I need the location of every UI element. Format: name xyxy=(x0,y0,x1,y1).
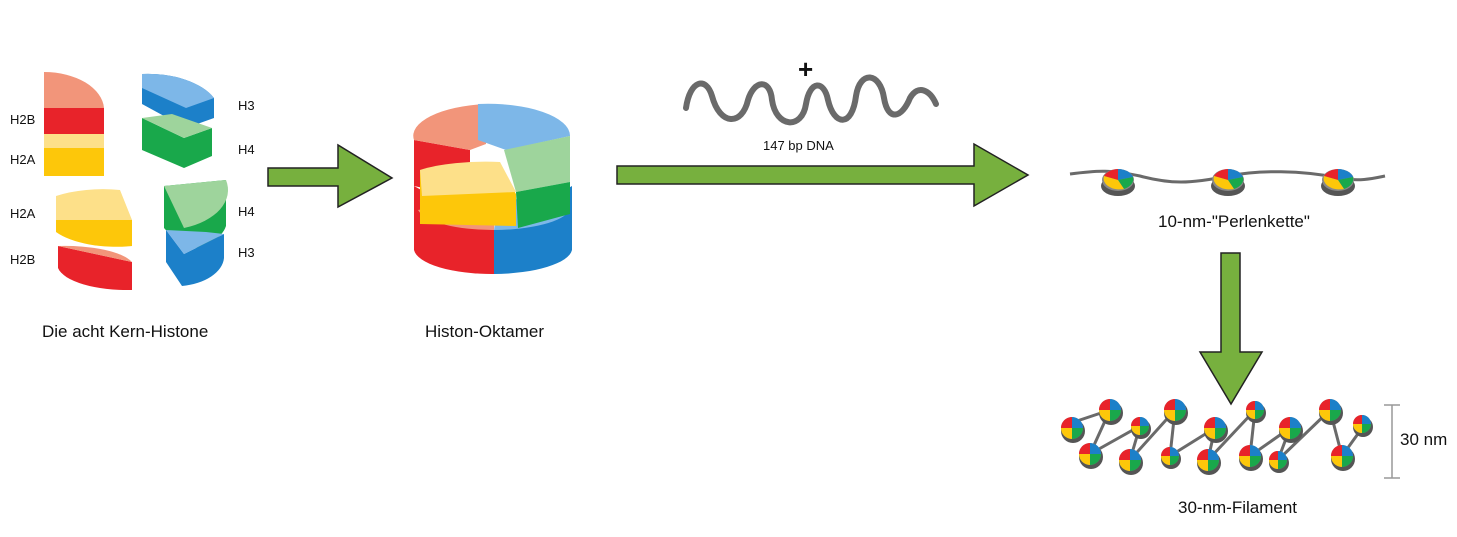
histone-h3-top-wedge xyxy=(142,73,214,128)
filament-nucleosome xyxy=(1279,417,1303,443)
filament-nucleosome xyxy=(1099,399,1123,425)
filament-nucleosome xyxy=(1239,445,1263,471)
nucleosome-bead xyxy=(1211,169,1245,196)
caption-filament: 30-nm-Filament xyxy=(1178,498,1298,517)
label-h3-top: H3 xyxy=(238,98,255,113)
caption-beads: 10-nm-"Perlenkette" xyxy=(1158,212,1310,231)
nucleosome-bead xyxy=(1321,169,1355,196)
plus-sign: + xyxy=(798,54,814,84)
filament-nucleosome xyxy=(1269,451,1289,473)
histone-octamer xyxy=(413,103,572,275)
histone-h2b-bottom-wedge xyxy=(58,245,132,291)
filament-nucleosome xyxy=(1197,449,1221,475)
dna-length-label: 147 bp DNA xyxy=(763,138,834,153)
caption-octamer: Histon-Oktamer xyxy=(425,322,545,341)
histone-h3-bottom-wedge xyxy=(166,230,224,286)
label-h3-bottom: H3 xyxy=(238,245,255,260)
label-h2a-top: H2A xyxy=(10,152,36,167)
scale-label: 30 nm xyxy=(1400,430,1448,449)
histone-h2a-top-wedge xyxy=(44,134,104,176)
arrow-right-1 xyxy=(267,143,394,209)
label-h2b-bottom: H2B xyxy=(10,252,36,267)
label-h4-bottom: H4 xyxy=(238,204,255,219)
filament-nucleosome xyxy=(1061,417,1085,443)
label-h2a-bottom: H2A xyxy=(10,206,36,221)
label-h4-top: H4 xyxy=(238,142,255,157)
caption-core-histones: Die acht Kern-Histone xyxy=(42,322,209,341)
histone-h2a-bottom-wedge xyxy=(56,189,132,247)
filament-nucleosome xyxy=(1164,399,1188,425)
scale-bar xyxy=(1384,404,1400,479)
filament-30nm xyxy=(1061,399,1373,475)
label-h2b-top: H2B xyxy=(10,112,36,127)
histone-h4-top-wedge xyxy=(142,114,212,168)
filament-nucleosome xyxy=(1119,449,1143,475)
arrow-down xyxy=(1198,252,1264,406)
filament-nucleosome xyxy=(1161,447,1181,469)
core-histones-group xyxy=(44,71,229,291)
filament-nucleosome xyxy=(1204,417,1228,443)
beads-on-string xyxy=(1069,169,1386,196)
histone-h2b-top-wedge xyxy=(44,71,104,140)
filament-nucleosome xyxy=(1319,399,1343,425)
filament-nucleosome xyxy=(1331,445,1355,471)
filament-nucleosome xyxy=(1079,443,1103,469)
dna-strand-icon xyxy=(683,74,939,126)
filament-nucleosome xyxy=(1246,401,1266,423)
arrow-right-2 xyxy=(616,142,1030,208)
filament-nucleosome xyxy=(1131,417,1151,439)
filament-nucleosome xyxy=(1353,415,1373,437)
nucleosome-bead xyxy=(1101,169,1135,196)
